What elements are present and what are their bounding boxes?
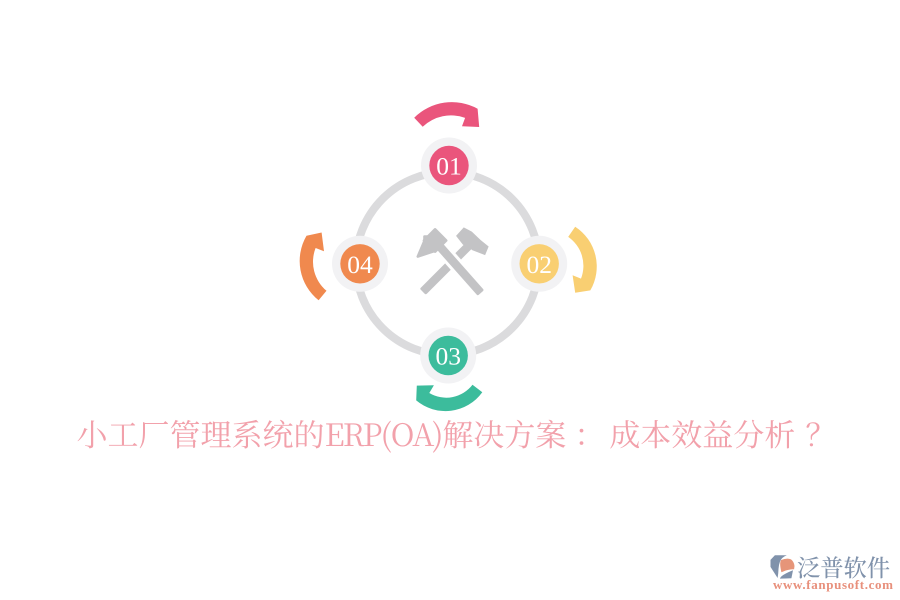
svg-text:03: 03	[435, 342, 461, 371]
svg-text:04: 04	[347, 250, 373, 279]
svg-text:02: 02	[526, 250, 552, 279]
svg-text:www.fanpusoft.com: www.fanpusoft.com	[773, 577, 893, 592]
svg-text:01: 01	[436, 152, 462, 181]
